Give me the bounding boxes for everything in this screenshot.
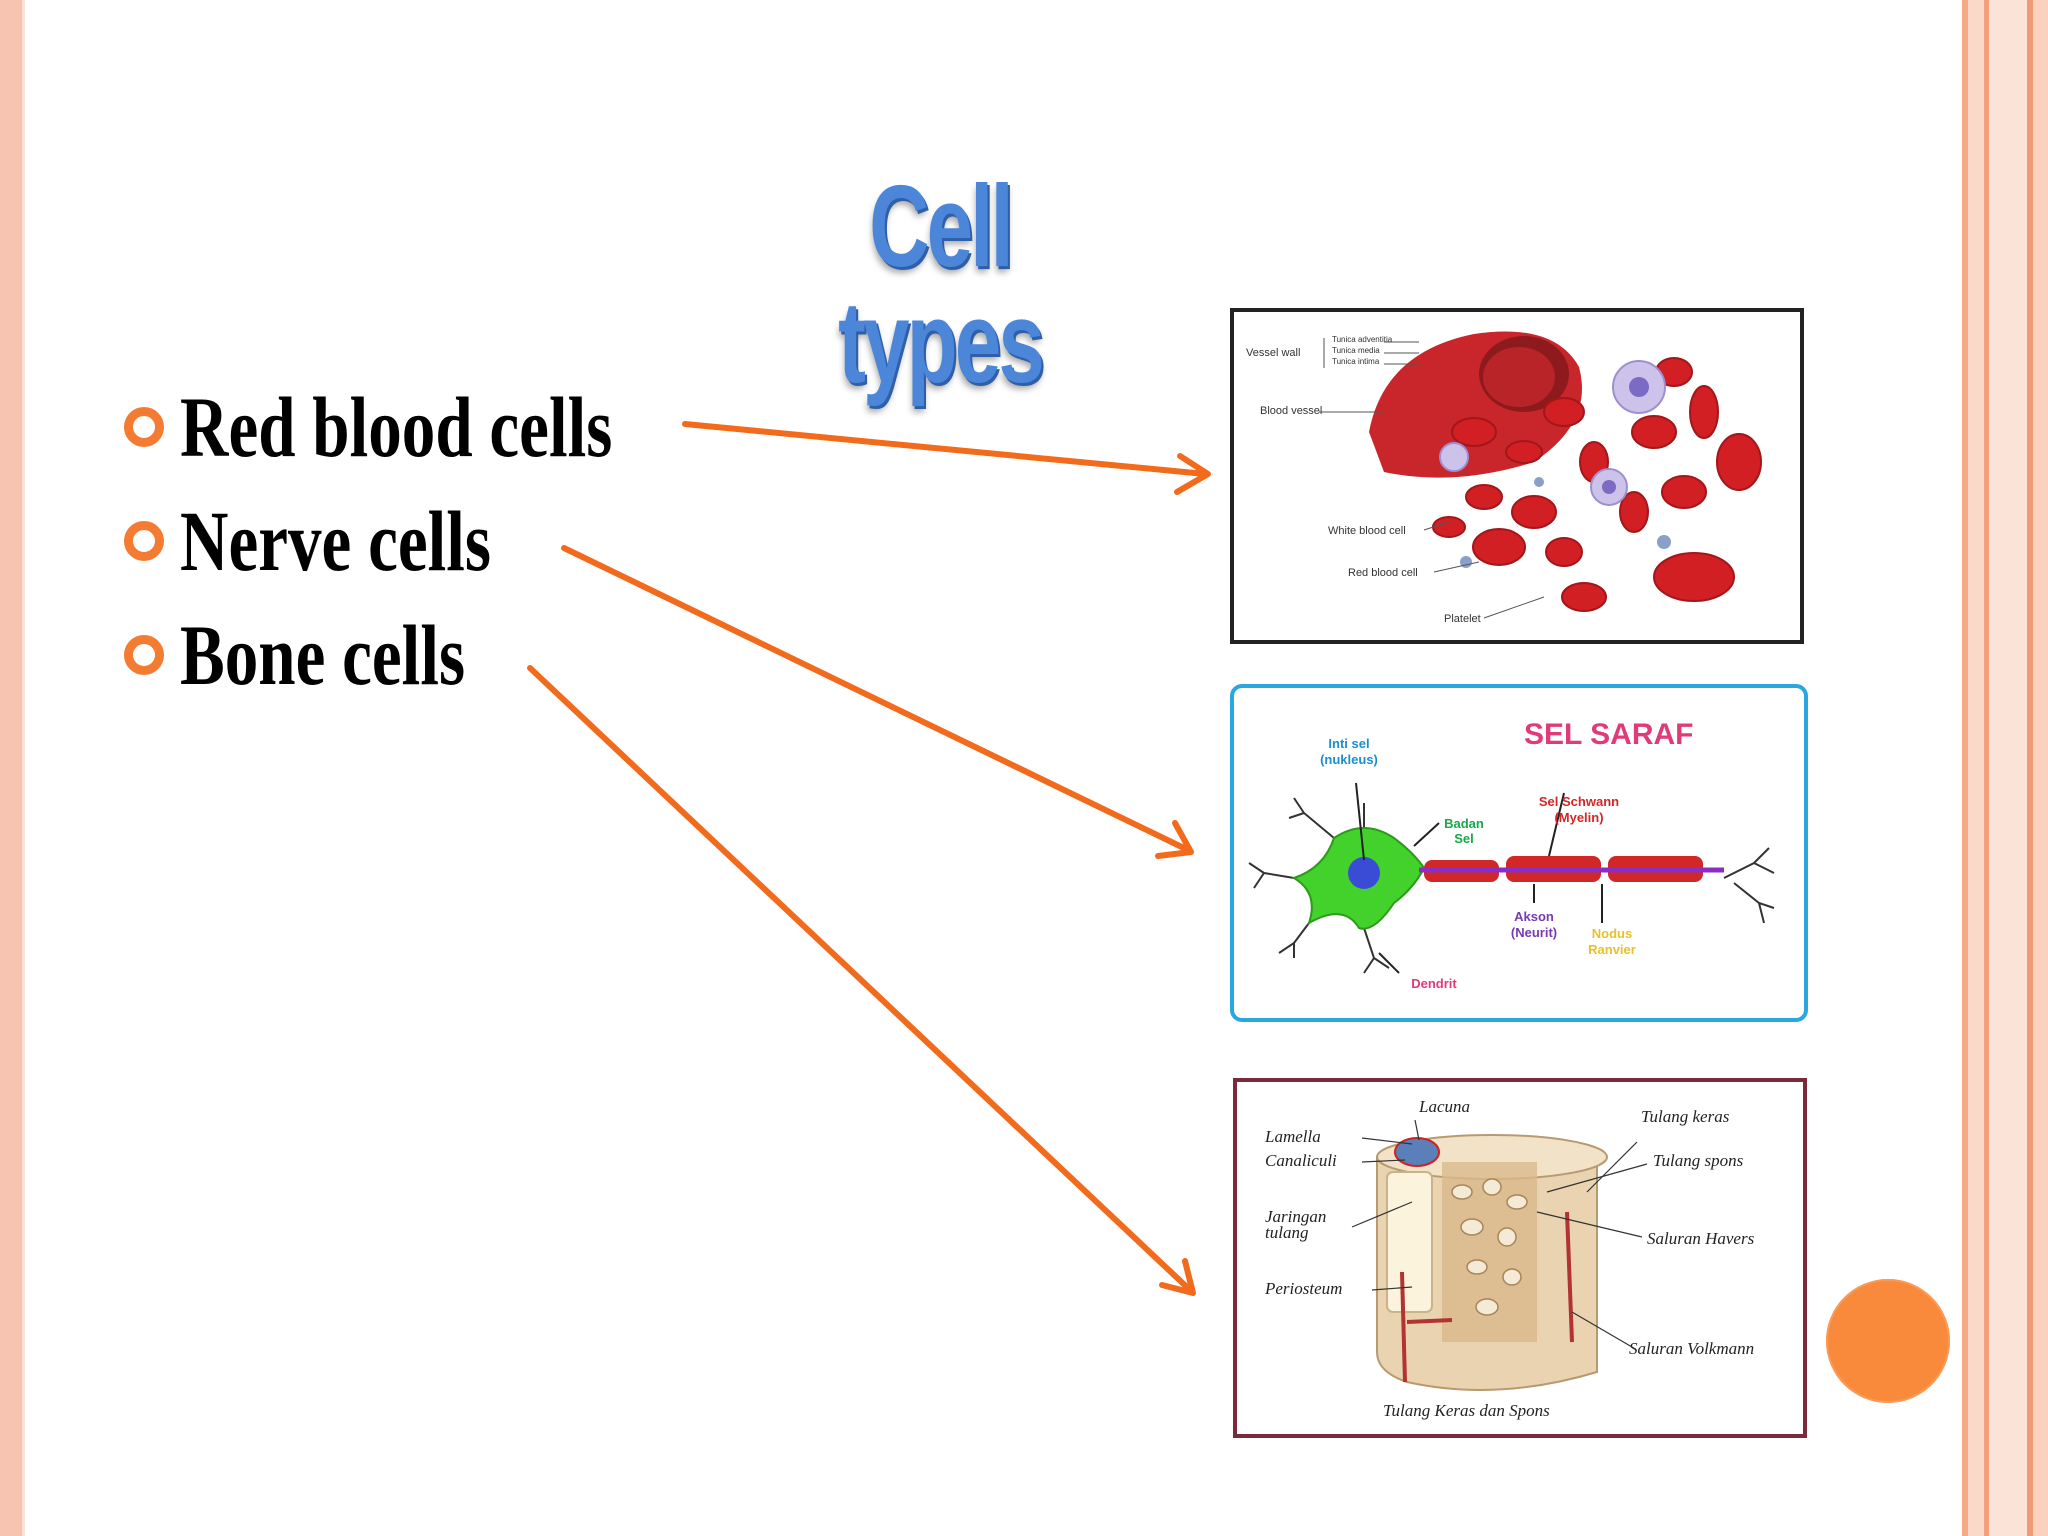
label-lamella: Lamella (1264, 1127, 1321, 1146)
label-saluran-havers: Saluran Havers (1647, 1229, 1755, 1248)
label-akson: Akson (1514, 909, 1554, 924)
label-jaringan: Jaringan (1265, 1207, 1326, 1226)
label-neurit: (Neurit) (1511, 925, 1557, 940)
label-tulang-spons: Tulang spons (1653, 1151, 1744, 1170)
label-nodus: Nodus (1592, 926, 1632, 941)
label-myelin: (Myelin) (1554, 810, 1603, 825)
bullet-text: Nerve cells (180, 493, 492, 589)
arrowhead-bone-cells (1159, 1258, 1196, 1296)
bullet-text: Red blood cells (180, 379, 613, 475)
label-tunica-intima: Tunica intima (1332, 357, 1380, 366)
right-border-decoration (1962, 0, 2048, 1536)
ring-bullet-icon (124, 521, 164, 561)
label-badan: Badan (1444, 816, 1484, 831)
bullet-item-red-blood-cells: Red blood cells (124, 370, 734, 484)
label-inti-sel: Inti sel (1328, 736, 1369, 751)
decorative-orange-circle (1826, 1279, 1950, 1403)
bone-figure-caption: Tulang Keras dan Spons (1383, 1401, 1550, 1420)
bullet-list: Red blood cells Nerve cells Bone cells (124, 370, 734, 712)
label-periosteum: Periosteum (1264, 1279, 1342, 1298)
label-platelet: Platelet (1444, 613, 1481, 625)
label-blood-vessel: Blood vessel (1260, 405, 1322, 417)
arrow-to-bone-cells (527, 665, 1193, 1293)
red-blood-cells-figure: Vessel wall Tunica adventitia Tunica med… (1230, 308, 1804, 644)
arrowhead-red-blood-cells (1174, 453, 1211, 495)
nerve-figure-title: SEL SARAF (1524, 718, 1693, 751)
bullet-item-nerve-cells: Nerve cells (124, 484, 734, 598)
label-ranvier: Ranvier (1588, 942, 1636, 957)
left-border-decoration (0, 0, 22, 1536)
label-canaliculi: Canaliculi (1265, 1151, 1337, 1170)
label-sel: Sel (1454, 831, 1474, 846)
slide-title: Cell types (838, 161, 1045, 407)
arrow-to-red-blood-cells (682, 421, 1208, 477)
label-lacuna: Lacuna (1418, 1097, 1470, 1116)
bullet-item-bone-cells: Bone cells (124, 598, 734, 712)
ring-bullet-icon (124, 635, 164, 675)
ring-bullet-icon (124, 407, 164, 447)
label-dendrit: Dendrit (1411, 976, 1457, 991)
label-tunica-media: Tunica media (1332, 346, 1380, 355)
label-tulang: tulang (1265, 1223, 1308, 1242)
label-nukleus: (nukleus) (1320, 752, 1378, 767)
label-white-blood-cell: White blood cell (1328, 525, 1406, 537)
label-saluran-volkmann: Saluran Volkmann (1629, 1339, 1754, 1358)
arrowhead-nerve-cells (1155, 820, 1194, 859)
label-vessel-wall: Vessel wall (1246, 347, 1300, 359)
bone-cells-figure: Lacuna Lamella Canaliculi Jaringan tulan… (1233, 1078, 1807, 1438)
label-sel-schwann: Sel Schwann (1539, 794, 1619, 809)
bullet-text: Bone cells (180, 607, 466, 703)
nerve-cell-figure: SEL SARAF Inti sel (nukleus) (1230, 684, 1808, 1022)
label-tulang-keras: Tulang keras (1641, 1107, 1730, 1126)
label-red-blood-cell: Red blood cell (1348, 567, 1418, 579)
label-tunica-adventitia: Tunica adventitia (1332, 335, 1393, 344)
left-border-line (22, 0, 25, 1536)
